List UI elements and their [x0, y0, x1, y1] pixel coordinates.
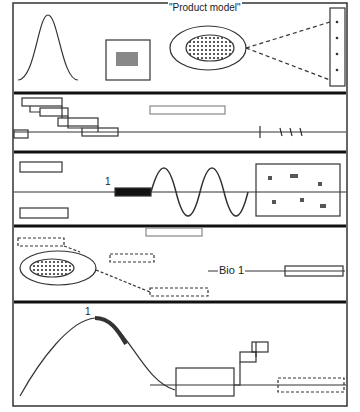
- panel-title: "Product model": [168, 2, 242, 13]
- part-label: Bio 1: [218, 264, 245, 276]
- callout-number: 1: [84, 306, 92, 317]
- callout-number: 1: [104, 176, 112, 187]
